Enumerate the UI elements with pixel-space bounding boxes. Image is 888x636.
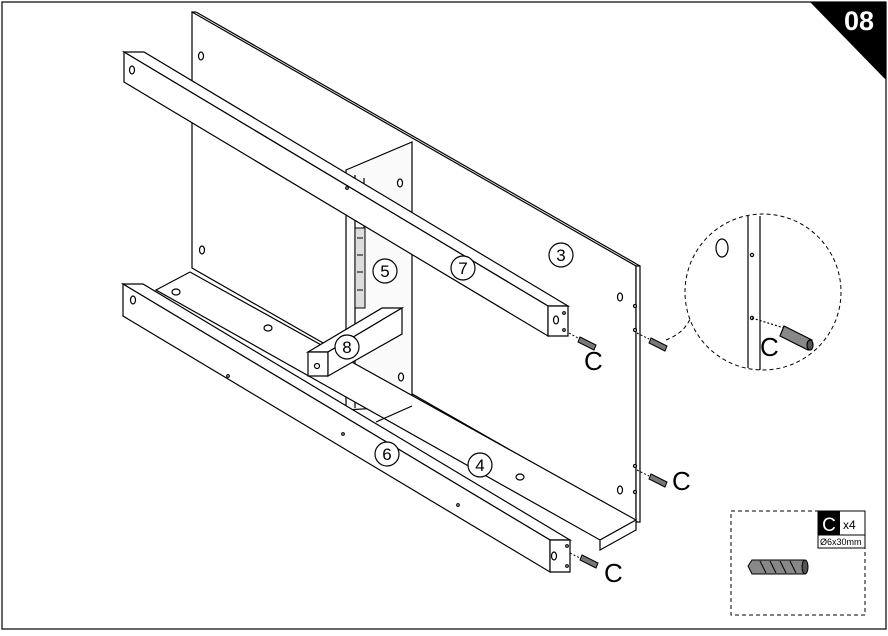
svg-text:4: 4: [475, 456, 484, 475]
part-label-3: 3: [548, 242, 574, 268]
part-label-7: 7: [450, 255, 476, 281]
top-rail-7: [121, 50, 571, 338]
part-label-6: 6: [374, 441, 400, 467]
bottom-shelf-4: [154, 271, 638, 552]
dowel-label-middle: C: [672, 466, 691, 496]
dowel-label-zoom: C: [760, 332, 779, 362]
dowel-label-upper: C: [584, 346, 603, 376]
dowel-upper: C: [568, 332, 603, 376]
dowel-lower: C: [569, 552, 623, 588]
dowels: C C C: [568, 332, 691, 588]
zoom-callout: C: [665, 213, 842, 371]
hardware-size: Ø6x30mm: [820, 537, 862, 547]
step-number: 08: [844, 6, 874, 36]
dowel-middle: C: [636, 466, 691, 496]
hardware-quantity: x4: [843, 518, 856, 532]
svg-text:3: 3: [556, 246, 565, 265]
back-panel-holes: [171, 51, 638, 495]
svg-text:7: 7: [458, 259, 467, 278]
part-label-5: 5: [372, 258, 398, 284]
hardware-letter: C: [822, 515, 836, 536]
step-badge: 08: [810, 2, 886, 80]
svg-text:8: 8: [342, 338, 351, 357]
part-label-8: 8: [334, 334, 360, 360]
part-labels: 3 4 5 6 7 8: [334, 242, 574, 478]
svg-text:5: 5: [380, 262, 389, 281]
dowel-label-lower: C: [604, 558, 623, 588]
hardware-box: C x4 Ø6x30mm: [730, 510, 866, 616]
divider-cam-strip: [354, 227, 366, 309]
svg-text:6: 6: [382, 445, 391, 464]
hardware-letter-box: [818, 511, 840, 535]
dowel-right-upper: [636, 332, 668, 352]
wooden-dowel-icon: [747, 559, 809, 575]
part-label-4: 4: [467, 452, 493, 478]
bottom-rail-6: [120, 282, 573, 574]
